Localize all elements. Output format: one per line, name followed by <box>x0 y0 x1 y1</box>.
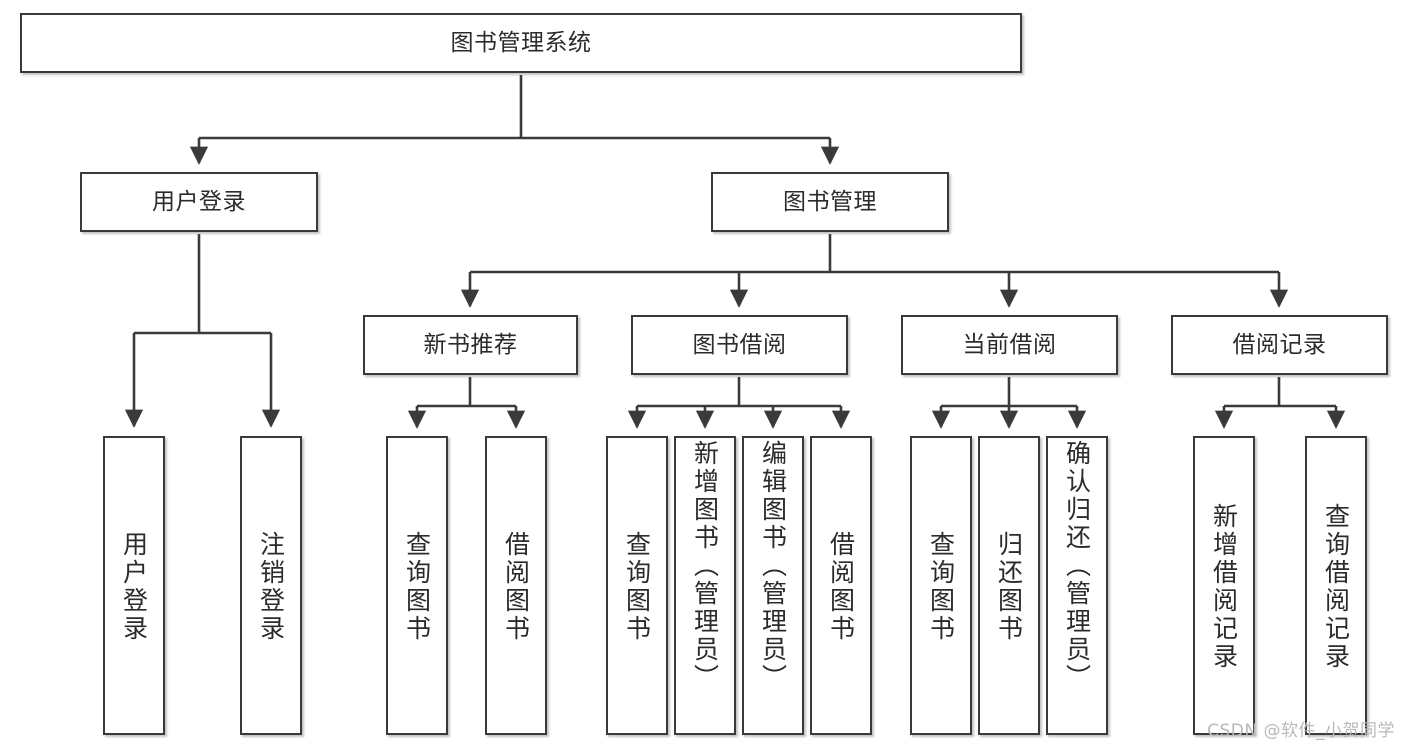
node-current-borrow-label: 当前借阅 <box>962 331 1057 358</box>
node-leaf-query-book-3[interactable]: 查询图书 <box>910 436 972 735</box>
node-new-book-recommend[interactable]: 新书推荐 <box>363 315 578 375</box>
node-leaf-user-login[interactable]: 用户登录 <box>103 436 165 735</box>
node-leaf-confirm-return-label: 确认归还（管理员） <box>1062 440 1092 692</box>
node-leaf-borrow-book-2-label: 借阅图书 <box>826 530 856 643</box>
node-leaf-add-record[interactable]: 新增借阅记录 <box>1193 436 1255 735</box>
node-leaf-query-book-3-label: 查询图书 <box>926 530 956 643</box>
node-leaf-confirm-return[interactable]: 确认归还（管理员） <box>1046 436 1108 735</box>
node-new-book-recommend-label: 新书推荐 <box>423 331 518 358</box>
node-book-borrow-label: 图书借阅 <box>692 331 787 358</box>
node-leaf-logout[interactable]: 注销登录 <box>240 436 302 735</box>
node-book-manage[interactable]: 图书管理 <box>711 172 949 232</box>
node-leaf-query-book-2-label: 查询图书 <box>622 530 652 643</box>
node-leaf-add-record-label: 新增借阅记录 <box>1209 502 1239 671</box>
node-root-label: 图书管理系统 <box>450 29 592 56</box>
node-book-manage-label: 图书管理 <box>783 188 877 215</box>
node-borrow-record[interactable]: 借阅记录 <box>1171 315 1388 375</box>
node-leaf-borrow-book-2[interactable]: 借阅图书 <box>810 436 872 735</box>
node-leaf-edit-book[interactable]: 编辑图书（管理员） <box>742 436 804 735</box>
node-leaf-borrow-book-1-label: 借阅图书 <box>501 530 531 643</box>
node-leaf-query-record-label: 查询借阅记录 <box>1321 502 1351 671</box>
node-root[interactable]: 图书管理系统 <box>20 13 1022 73</box>
node-user-login-label: 用户登录 <box>152 188 246 215</box>
node-leaf-query-record[interactable]: 查询借阅记录 <box>1305 436 1367 735</box>
node-user-login[interactable]: 用户登录 <box>80 172 318 232</box>
node-leaf-edit-book-label: 编辑图书（管理员） <box>758 440 788 692</box>
node-borrow-record-label: 借阅记录 <box>1232 331 1327 358</box>
node-leaf-borrow-book-1[interactable]: 借阅图书 <box>485 436 547 735</box>
node-leaf-query-book-2[interactable]: 查询图书 <box>606 436 668 735</box>
node-leaf-user-login-label: 用户登录 <box>119 530 149 643</box>
node-leaf-query-book-1[interactable]: 查询图书 <box>386 436 448 735</box>
node-current-borrow[interactable]: 当前借阅 <box>901 315 1118 375</box>
node-leaf-add-book-label: 新增图书（管理员） <box>690 440 720 692</box>
node-leaf-return-book-label: 归还图书 <box>994 530 1024 643</box>
node-leaf-logout-label: 注销登录 <box>256 530 286 643</box>
csdn-watermark: CSDN @软件_小贺同学 <box>1207 721 1395 741</box>
node-leaf-return-book[interactable]: 归还图书 <box>978 436 1040 735</box>
node-leaf-query-book-1-label: 查询图书 <box>402 530 432 643</box>
node-leaf-add-book[interactable]: 新增图书（管理员） <box>674 436 736 735</box>
node-book-borrow[interactable]: 图书借阅 <box>631 315 848 375</box>
